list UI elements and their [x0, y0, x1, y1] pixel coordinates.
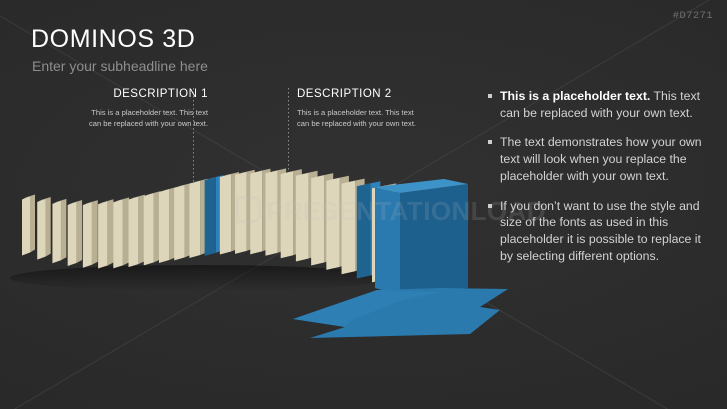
page-subtitle[interactable]: Enter your subheadline here [32, 58, 208, 74]
bullet-2-text: The text demonstrates how your own text … [500, 135, 702, 183]
callout-1-heading: DESCRIPTION 1 [113, 88, 208, 100]
callout-1-body: This is a placeholder text. This text ca… [88, 107, 208, 128]
callout-description-1[interactable]: DESCRIPTION 1 This is a placeholder text… [88, 88, 208, 129]
domino [128, 194, 145, 268]
blue-3d-arrow [293, 288, 508, 338]
bullet-square-icon [488, 94, 492, 98]
domino [22, 194, 35, 256]
callout-2-connector-line [288, 88, 289, 196]
domino [37, 197, 51, 260]
domino [158, 187, 177, 263]
callout-1-connector-line [193, 88, 194, 198]
bullet-1-text: This is a placeholder text. This text ca… [500, 88, 706, 121]
bullet-1-bold: This is a placeholder text. [500, 89, 651, 103]
domino [82, 200, 98, 268]
bullet-1-rest: This text can be replaced with your own … [500, 89, 701, 120]
domino [98, 199, 114, 269]
domino [174, 182, 192, 261]
bullet-3-text: If you don’t want to use the style and s… [500, 198, 701, 263]
page-title[interactable]: DOMINOS 3D [31, 25, 196, 53]
bullet-list: This is a placeholder text. This text ca… [488, 88, 706, 277]
final-blue-domino [375, 179, 468, 295]
list-item[interactable]: If you don’t want to use the style and s… [488, 198, 706, 265]
domino [52, 198, 67, 264]
bullet-square-icon [488, 140, 492, 145]
domino [113, 197, 130, 269]
domino [67, 200, 83, 266]
callout-2-heading: DESCRIPTION 2 [297, 88, 392, 100]
slide-code: #D7271 [672, 10, 713, 22]
list-item[interactable]: The text demonstrates how your own text … [488, 134, 706, 184]
bullet-square-icon [488, 203, 492, 208]
callout-description-2[interactable]: DESCRIPTION 2 This is a placeholder text… [297, 88, 417, 129]
domino [143, 191, 161, 266]
list-item[interactable]: This is a placeholder text. This text ca… [488, 88, 706, 121]
callout-2-body: This is a placeholder text. This text ca… [297, 107, 417, 128]
